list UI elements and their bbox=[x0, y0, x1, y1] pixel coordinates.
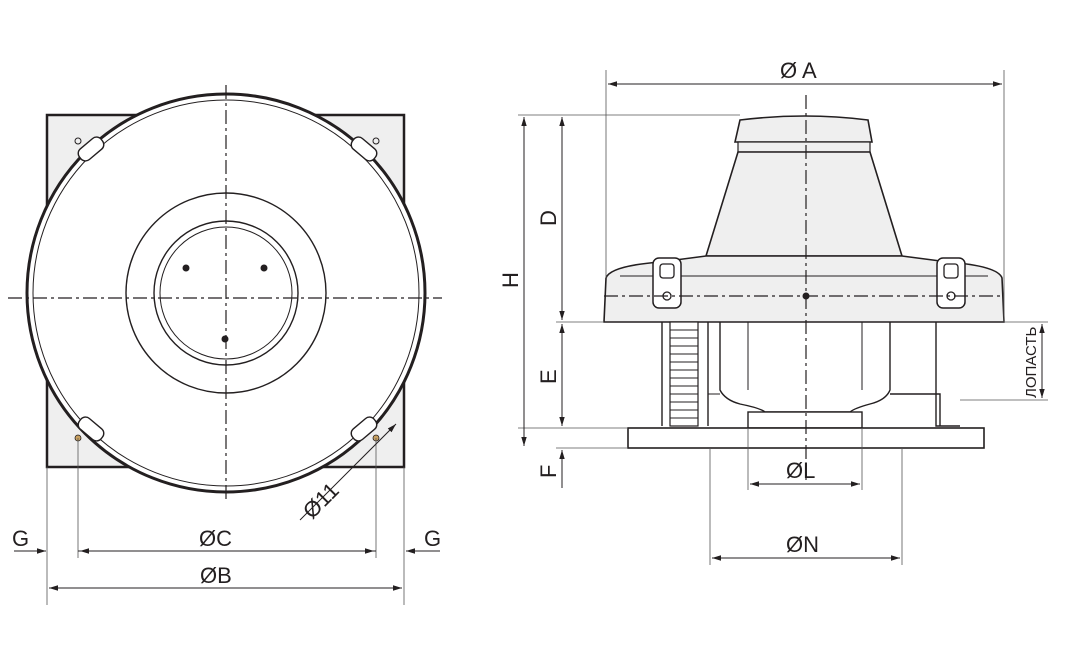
top-motor-ring-inner bbox=[159, 226, 293, 360]
motor-cone bbox=[704, 151, 904, 257]
inlet-cone bbox=[719, 322, 891, 413]
mounting-hole bbox=[74, 137, 82, 145]
side-view: Ø A H D E F ØL ØN ЛОПАСТЬ bbox=[498, 58, 1048, 565]
dim-b-label: ØB bbox=[200, 563, 232, 588]
mounting-hole bbox=[372, 137, 380, 145]
latch-clip bbox=[77, 416, 105, 442]
top-bolt-dot bbox=[182, 264, 190, 272]
side-clamp-right bbox=[936, 257, 966, 309]
dim-n-label: ØN bbox=[786, 532, 819, 557]
hole-leader bbox=[299, 423, 397, 521]
impeller-blades bbox=[661, 321, 709, 427]
motor-cap bbox=[733, 115, 873, 143]
dim-g-right-label: G bbox=[424, 526, 441, 551]
dim-c-label: ØC bbox=[199, 526, 232, 551]
inlet-throat bbox=[747, 411, 863, 429]
top-bolt-dot bbox=[260, 264, 268, 272]
latch-clip bbox=[350, 136, 378, 162]
dim-l-label: ØL bbox=[786, 458, 815, 483]
dim-blade-label: ЛОПАСТЬ bbox=[1023, 327, 1040, 398]
dim-d-label: D bbox=[536, 210, 561, 226]
dim-a-label: Ø A bbox=[780, 58, 817, 83]
dim-f-label: F bbox=[536, 465, 561, 478]
latch-clip bbox=[350, 416, 378, 442]
latch-clip bbox=[77, 136, 105, 162]
dim-e-label: E bbox=[536, 369, 561, 384]
top-view: ØC ØB G G Ø11 bbox=[8, 85, 442, 605]
dim-h-label: H bbox=[498, 272, 523, 288]
dim-g-left-label: G bbox=[12, 526, 29, 551]
dim-hole-label: Ø11 bbox=[298, 478, 344, 524]
top-bolt-dot bbox=[221, 335, 229, 343]
side-clamp-left bbox=[652, 257, 682, 309]
